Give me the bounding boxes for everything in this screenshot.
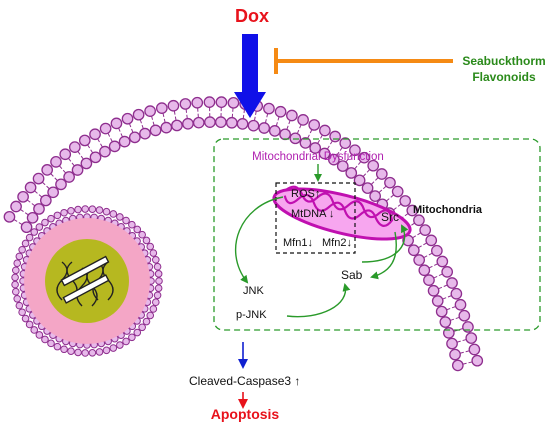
- mfn2-label: Mfn2↓: [322, 237, 352, 249]
- ros-to-jnk-arrow: [234, 196, 284, 284]
- inhibitor-label-line2: Flavonoids: [472, 70, 536, 84]
- mitochondria-label: Mitochondria: [413, 204, 483, 216]
- inhibitor-label-line1: Seabuckthorm: [462, 54, 545, 68]
- mito-dysfunction-label: Mitochondrial Dysfunction: [252, 151, 384, 163]
- apoptosis-label: Apoptosis: [211, 406, 280, 422]
- marker-box: [275, 182, 356, 254]
- cytoplasm-compartment: [213, 138, 541, 331]
- sab-label: Sab: [341, 268, 363, 282]
- sab-to-src-arrow: [361, 224, 409, 263]
- dox-arrow: [234, 34, 266, 118]
- src-to-sab-arrow: [370, 231, 397, 280]
- jnk-label: JNK: [243, 285, 264, 297]
- mitochondrion-icon: [272, 185, 412, 241]
- pathway-arrows: [234, 164, 409, 318]
- mfn1-label: Mfn1↓: [283, 237, 313, 249]
- pjnk-label: p-JNK: [236, 309, 267, 321]
- cleaved-caspase3-label: Cleaved-Caspase3 ↑: [189, 374, 300, 388]
- dna-icon: [56, 255, 114, 307]
- nucleolus: [45, 239, 129, 323]
- ros-label: ROS↑: [291, 188, 320, 200]
- inhibition-bar: [274, 48, 453, 74]
- src-label: Src: [381, 210, 399, 224]
- mtdna-label: MtDNA ↓: [291, 208, 334, 220]
- nucleus: [11, 205, 163, 357]
- dox-label: Dox: [235, 6, 269, 26]
- pjnk-to-sab-arrow: [286, 283, 351, 318]
- cell-membrane: [3, 96, 484, 372]
